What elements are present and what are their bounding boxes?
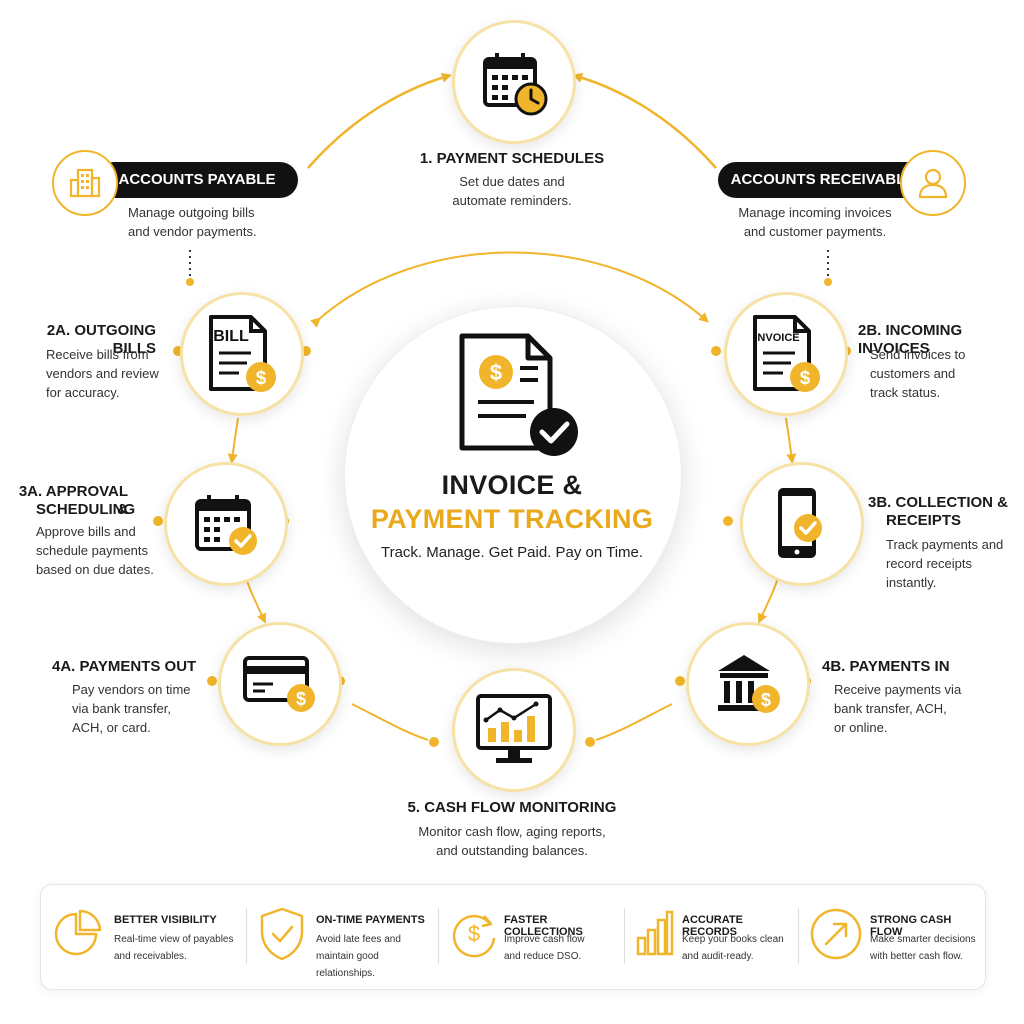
step-2a-title: 2A. OUTGOING BILLS	[46, 322, 156, 357]
collection-receipts-node	[740, 462, 864, 586]
invoice-icon-text: INVOICE	[754, 332, 799, 344]
feature-3-title: FASTER COLLECTIONS	[504, 914, 583, 938]
svg-text:$: $	[296, 689, 306, 709]
invoice-check-icon: $	[459, 333, 578, 456]
feature-3-desc-1: Improve cash flow	[504, 934, 585, 945]
step-3a-desc-1: Approve bills and	[36, 524, 136, 539]
payments-out-node: $	[218, 622, 342, 746]
approval-scheduling-node	[164, 462, 288, 586]
benefits-panel	[40, 884, 986, 990]
feature-2-title: ON-TIME PAYMENTS	[316, 914, 425, 926]
feature-divider	[798, 908, 799, 964]
cash-flow-monitoring-node	[452, 668, 576, 792]
receivable-desc-1: Manage incoming invoices	[738, 205, 892, 220]
feature-1-desc-2: and receivables.	[114, 951, 187, 962]
payments-in-node: $	[686, 622, 810, 746]
step-3a-title-2: SCHEDULING	[36, 501, 136, 518]
step-1-desc-1: Set due dates and	[459, 174, 565, 189]
payable-desc-2: and vendor payments.	[128, 224, 257, 239]
center-title-line2: PAYMENT TRACKING	[370, 504, 654, 534]
step-4a-desc-1: Pay vendors on time	[72, 682, 191, 697]
step-3b-title-1: 3B. COLLECTION &	[868, 494, 1009, 511]
bar-chart-icon	[636, 910, 674, 956]
step-4b-title: 4B. PAYMENTS IN	[822, 658, 950, 675]
calendar-clock-icon	[483, 53, 548, 116]
step-4b-desc-2: bank transfer, ACH,	[834, 701, 947, 716]
user-icon	[918, 168, 948, 199]
payment-schedules-node	[452, 20, 576, 144]
monitor-chart-icon	[476, 694, 552, 763]
feature-4-desc-1: Keep your books clean	[682, 934, 784, 945]
receivable-desc-2: and customer payments.	[743, 224, 887, 239]
feature-1-title: BETTER VISIBILITY	[114, 914, 217, 926]
step-2b-desc-3: track status.	[870, 385, 941, 400]
accounts-receivable-badge	[900, 150, 966, 216]
feature-divider	[624, 908, 625, 964]
accounts-payable-badge	[52, 150, 118, 216]
svg-text:$: $	[256, 368, 267, 389]
outgoing-bills-node: BILL $	[180, 292, 304, 416]
step-3b-title-2: RECEIPTS	[886, 512, 962, 529]
step-4b-desc-1: Receive payments via	[834, 682, 962, 697]
trend-arrow-icon	[810, 908, 862, 960]
step-5-desc-2: and outstanding balances.	[436, 843, 588, 858]
center-title-line1: INVOICE &	[441, 470, 583, 500]
step-3b-desc-2: record receipts	[886, 556, 972, 571]
feature-divider	[438, 908, 439, 964]
feature-5-title: STRONG CASH FLOW	[870, 914, 952, 938]
credit-card-icon: $	[243, 656, 315, 712]
feature-5-desc-2: with better cash flow.	[870, 951, 963, 962]
dollar-cycle-icon: $	[452, 914, 496, 958]
feature-2-desc-1: Avoid late fees and	[316, 934, 401, 945]
center-tagline: Track. Manage. Get Paid. Pay on Time.	[380, 544, 644, 561]
phone-check-icon	[778, 488, 822, 558]
bill-icon-text: BILL	[213, 328, 249, 345]
feature-4-title: ACCURATE RECORDS	[682, 914, 743, 938]
feature-divider	[246, 908, 247, 964]
step-4b-desc-3: or online.	[834, 720, 888, 735]
step-3b-desc-1: Track payments and	[886, 537, 1004, 552]
step-4a-desc-3: ACH, or card.	[72, 720, 151, 735]
building-icon	[69, 168, 101, 198]
accounts-payable-label: ACCOUNTS PAYABLE	[96, 162, 298, 198]
step-3a-title-1: 3A. APPROVAL &	[18, 483, 128, 518]
step-2b-desc-2: customers and	[870, 366, 956, 381]
svg-text:$: $	[490, 360, 502, 385]
step-3b-desc-3: instantly.	[886, 575, 937, 590]
step-2a-desc-1: Receive bills from	[46, 347, 149, 362]
svg-text:$: $	[468, 921, 480, 946]
bank-icon: $	[718, 655, 780, 713]
svg-text:$: $	[761, 690, 771, 710]
bill-icon: BILL $	[209, 315, 276, 392]
step-2b-title: 2B. INCOMING INVOICES	[858, 322, 963, 357]
accounts-receivable-label: ACCOUNTS RECEIVABLE	[718, 162, 928, 198]
svg-text:$: $	[800, 368, 811, 389]
step-1-title: 1. PAYMENT SCHEDULES	[419, 150, 605, 167]
calendar-check-icon	[195, 495, 257, 555]
pie-chart-icon	[54, 909, 102, 956]
step-5-title: 5. CASH FLOW MONITORING	[407, 799, 617, 816]
step-2a-desc-3: for accuracy.	[46, 385, 120, 400]
payable-desc-1: Manage outgoing bills	[128, 205, 255, 220]
step-5-desc-1: Monitor cash flow, aging reports,	[418, 824, 606, 839]
step-4a-title: 4A. PAYMENTS OUT	[52, 658, 197, 675]
feature-5-desc-1: Make smarter decisions	[870, 934, 976, 945]
step-3a-desc-3: based on due dates.	[36, 562, 154, 577]
step-2a-desc-2: vendors and review	[46, 366, 159, 381]
feature-4-desc-2: and audit-ready.	[682, 951, 754, 962]
invoice-icon: INVOICE $	[753, 315, 820, 392]
step-2b-desc-1: Send invoices to	[870, 347, 966, 362]
feature-1-desc-1: Real-time view of payables	[114, 934, 234, 945]
incoming-invoices-node: INVOICE $	[724, 292, 848, 416]
feature-3-desc-2: and reduce DSO.	[504, 951, 582, 962]
step-4a-desc-2: via bank transfer,	[72, 701, 171, 716]
step-3a-desc-2: schedule payments	[36, 543, 149, 558]
shield-check-icon	[260, 907, 304, 961]
step-1-desc-2: automate reminders.	[452, 193, 572, 208]
feature-2-desc-2: maintain good relationships.	[316, 951, 379, 979]
